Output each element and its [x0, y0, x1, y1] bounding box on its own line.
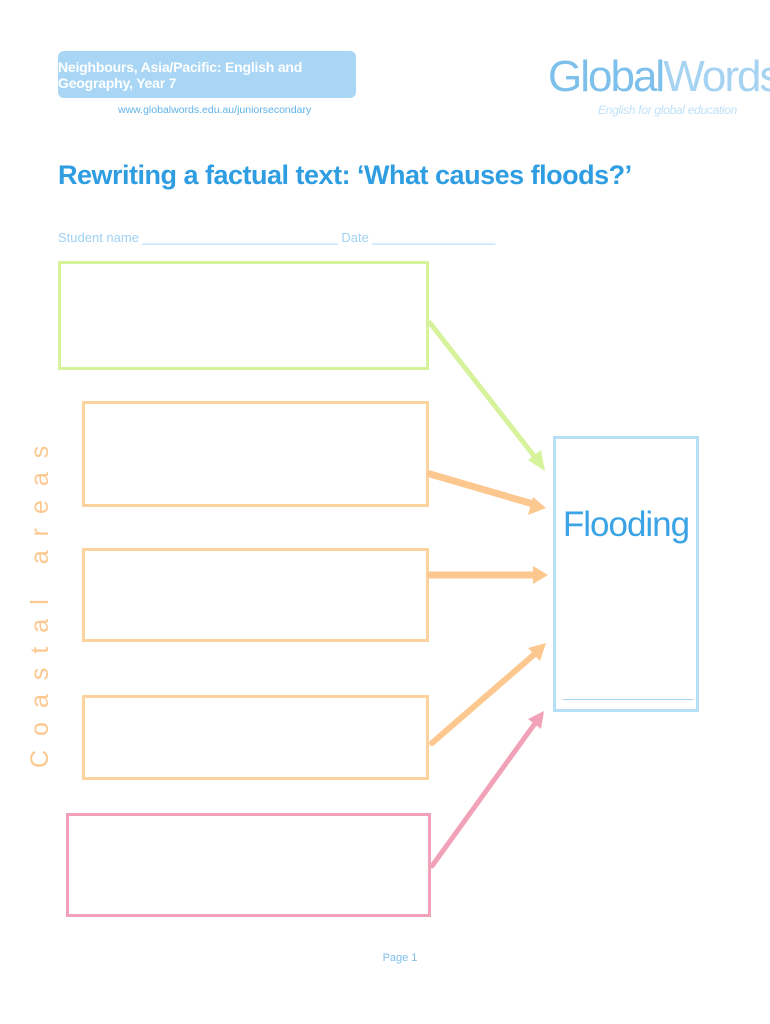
arrow-pink — [429, 711, 544, 869]
global-words-logo: GlobalWords — [548, 52, 770, 102]
flooding-label: Flooding — [562, 505, 690, 544]
cause-box-green[interactable] — [58, 261, 429, 370]
arrow-orange-3 — [429, 643, 546, 746]
flooding-answer-line — [563, 699, 693, 700]
page-title: Rewriting a factual text: ‘What causes f… — [58, 160, 632, 190]
student-name-date-line[interactable]: Student name ___________________________… — [58, 230, 496, 245]
logo-tagline: English for global education — [598, 103, 738, 117]
header-banner: Neighbours, Asia/Pacific: English and Ge… — [58, 51, 356, 98]
coastal-cause-box-1[interactable] — [82, 401, 429, 507]
logo-word-words: Words — [663, 52, 770, 101]
logo-word-global: Global — [548, 52, 665, 101]
arrow-orange-1 — [426, 470, 546, 515]
page-number: Page 1 — [382, 952, 418, 964]
cause-box-pink[interactable] — [66, 813, 431, 917]
website-url[interactable]: www.globalwords.edu.au/juniorsecondary — [118, 104, 312, 116]
arrow-green — [427, 320, 545, 471]
arrow-orange-2 — [426, 566, 548, 584]
coastal-cause-box-3[interactable] — [82, 695, 429, 780]
coastal-cause-box-2[interactable] — [82, 548, 429, 642]
flooding-result-box[interactable] — [553, 436, 699, 712]
